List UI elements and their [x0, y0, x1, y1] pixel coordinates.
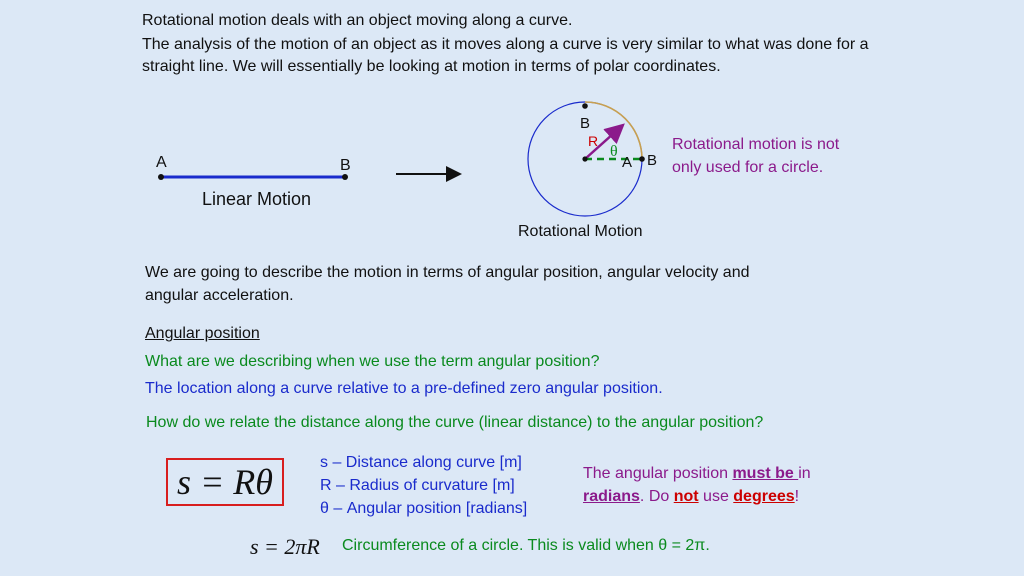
linear-label-b: B — [340, 157, 351, 174]
formula-box: s = Rθ — [166, 458, 284, 506]
radians-note-part-5: ! — [794, 488, 800, 505]
answer-1: The location along a curve relative to a… — [145, 380, 663, 397]
linear-caption: Linear Motion — [202, 189, 311, 209]
circumference-formula: s = 2πR — [250, 534, 320, 559]
motion-diagram: A B Linear Motion B R θ A B Rotational M… — [156, 101, 840, 240]
rotation-arc — [584, 101, 643, 160]
formula-definitions: s – Distance along curve [m] R – Radius … — [320, 451, 527, 520]
radians-note-line-1: The angular position must be in — [583, 463, 811, 485]
not-emphasis: not — [673, 488, 699, 505]
radians-note-part-2: in — [798, 465, 811, 482]
intro-text: Rotational motion deals with an object m… — [142, 10, 882, 80]
rotation-note-line-1: Rotational motion is not — [672, 136, 840, 153]
degrees-emphasis: degrees — [733, 488, 795, 505]
radius-label: R — [588, 133, 598, 149]
linear-point-a-dot — [158, 174, 164, 180]
linear-label-a: A — [156, 154, 167, 171]
radians-note-part-4: use — [698, 488, 734, 505]
definition-theta: θ – Angular position [radians] — [320, 500, 528, 517]
intro-line-1: Rotational motion deals with an object m… — [142, 12, 573, 29]
circle-label-a: A — [622, 154, 632, 171]
question-2: How do we relate the distance along the … — [146, 414, 764, 431]
must-be-emphasis: must be — [732, 465, 799, 482]
definition-r: R – Radius of curvature [m] — [320, 477, 515, 494]
description-line-2: angular acceleration. — [145, 287, 294, 304]
radians-emphasis: radians — [583, 488, 640, 505]
radians-note-part-1: The angular position — [583, 465, 733, 482]
rotation-note-line-2: only used for a circle. — [672, 159, 823, 176]
description-line-1: We are going to describe the motion in t… — [145, 264, 750, 281]
circumference-note: Circumference of a circle. This is valid… — [342, 537, 710, 554]
circle-center-dot — [582, 156, 588, 162]
section-heading: Angular position — [145, 325, 260, 342]
linear-point-b-dot — [342, 174, 348, 180]
question-1: What are we describing when we use the t… — [145, 353, 600, 370]
circle-point-b-right-dot — [639, 156, 645, 162]
radians-note-line-2: radians. Do not use degrees! — [583, 486, 799, 508]
circle-label-b-right: B — [647, 152, 657, 169]
intro-line-2: The analysis of the motion of an object … — [142, 36, 869, 75]
radians-note-part-3: . Do — [639, 488, 674, 505]
radius-arrow-icon — [584, 123, 625, 160]
circle-label-b-top: B — [580, 115, 590, 132]
circle-point-b-top-dot — [582, 103, 588, 109]
theta-label: θ — [610, 143, 618, 160]
definition-s: s – Distance along curve [m] — [320, 454, 522, 471]
rotational-caption: Rotational Motion — [518, 223, 643, 240]
